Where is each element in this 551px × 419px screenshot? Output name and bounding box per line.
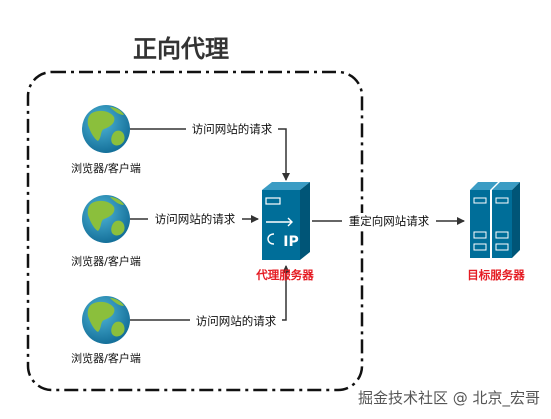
client-label: 浏览器/客户端 <box>71 351 141 365</box>
proxy-server[interactable]: IP 代理服务器 <box>255 182 314 282</box>
edge-label: 访问网站的请求 <box>196 314 277 328</box>
client-2[interactable]: 浏览器/客户端 <box>71 195 141 268</box>
edge-proxy-to-target: 重定向网站请求 <box>312 213 465 229</box>
target-server[interactable]: 目标服务器 <box>467 182 525 282</box>
client-label: 浏览器/客户端 <box>71 161 141 175</box>
server-tower-icon <box>470 182 520 258</box>
client-label: 浏览器/客户端 <box>71 254 141 268</box>
client-1[interactable]: 浏览器/客户端 <box>71 105 141 175</box>
client-3[interactable]: 浏览器/客户端 <box>71 296 141 365</box>
edge-client3-to-proxy: 访问网站的请求 <box>130 265 290 328</box>
watermark: 掘金技术社区 @ 北京_宏哥 <box>358 389 540 408</box>
proxy-badge: IP <box>283 234 298 250</box>
edge-client1-to-proxy: 访问网站的请求 <box>130 121 290 181</box>
globe-icon <box>82 296 130 344</box>
globe-icon <box>82 105 130 153</box>
edge-client2-to-proxy: 访问网站的请求 <box>130 211 259 227</box>
edge-label: 重定向网站请求 <box>349 214 430 228</box>
proxy-label: 代理服务器 <box>255 268 314 282</box>
diagram-title: 正向代理 <box>133 35 229 63</box>
globe-icon <box>82 195 130 243</box>
proxy-boundary <box>26 70 364 392</box>
edge-label: 访问网站的请求 <box>155 212 236 226</box>
edge-label: 访问网站的请求 <box>192 122 273 136</box>
proxy-server-icon: IP <box>262 182 310 260</box>
target-label: 目标服务器 <box>467 268 525 282</box>
